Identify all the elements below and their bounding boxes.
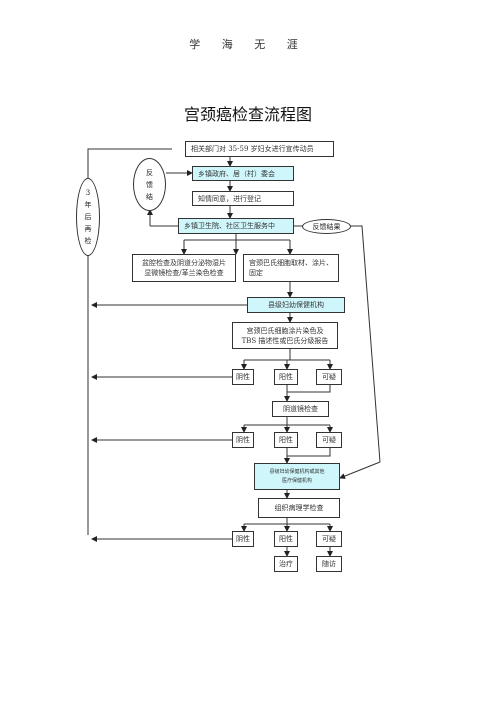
township-gov-box: 乡镇政府、居（村）委会 xyxy=(192,166,294,181)
township-gov-text: 乡镇政府、居（村）委会 xyxy=(198,169,275,178)
loop-line xyxy=(87,148,172,180)
r3-positive-text: 阳性 xyxy=(279,535,293,543)
feedback-result-oval: 反馈结果 xyxy=(302,219,351,234)
feedback-label: 反馈结 xyxy=(146,168,153,201)
cytology-report-text: 宫颈巴氏细胞涂片染色及 TBS 描述性或巴氏分级报告 xyxy=(241,326,329,345)
colposcopy-box: 阴道镜检查 xyxy=(272,401,329,417)
r2-negative-text: 阴性 xyxy=(236,436,250,444)
county-mch-text: 县级妇幼保健机构 xyxy=(268,301,324,309)
r3-suspicious-text: 可疑 xyxy=(322,535,336,543)
pathology-text: 组织病理学检查 xyxy=(274,504,324,512)
pathology-box: 组织病理学检查 xyxy=(258,498,340,518)
r1-negative-text: 阴性 xyxy=(236,373,250,381)
r2-negative-box: 阴性 xyxy=(232,432,254,448)
consent-text: 知情同意，进行登记 xyxy=(198,194,261,203)
retest-loop-label: 3年后再检 xyxy=(84,189,92,245)
r1-suspicious-text: 可疑 xyxy=(322,373,336,381)
cytology-report-box: 宫颈巴氏细胞涂片染色及 TBS 描述性或巴氏分级报告 xyxy=(232,322,338,349)
colposcopy-text: 阴道镜检查 xyxy=(283,405,318,413)
mobilize-text: 相关部门对 35-59 岁妇女进行宣传动员 xyxy=(191,145,314,153)
pelvic-exam-text: 盆腔检查及阴道分泌物湿片 显微镜检查/革兰染色检查 xyxy=(142,259,226,277)
r1-positive-box: 阳性 xyxy=(274,369,298,385)
pelvic-exam-box: 盆腔检查及阴道分泌物湿片 显微镜检查/革兰染色检查 xyxy=(132,254,236,282)
consent-box: 知情同意，进行登记 xyxy=(192,191,294,206)
cytology-sampling-box: 宫颈巴氏细胞取材、涂片、 固定 xyxy=(243,254,339,282)
r2-positive-box: 阳性 xyxy=(274,432,298,448)
r1-suspicious-box: 可疑 xyxy=(316,369,342,385)
feedback-result-line xyxy=(351,225,381,463)
feedback-oval: 反馈结 xyxy=(133,158,166,211)
health-center-text: 乡镇卫生院、社区卫生服务中 xyxy=(184,222,275,230)
followup-text: 随访 xyxy=(322,560,336,568)
r1-positive-text: 阳性 xyxy=(279,373,293,381)
r2-suspicious-text: 可疑 xyxy=(322,436,336,444)
r3-suspicious-box: 可疑 xyxy=(316,531,342,547)
r3-positive-box: 阳性 xyxy=(274,531,298,547)
page-title: 宫颈癌检查流程图 xyxy=(183,105,312,124)
r3-negative-box: 阴性 xyxy=(232,531,254,547)
r3-negative-text: 阴性 xyxy=(236,535,250,543)
mobilize-box: 相关部门对 35-59 岁妇女进行宣传动员 xyxy=(185,141,334,157)
treatment-text: 治疗 xyxy=(279,560,293,568)
county-mch-box: 县级妇幼保健机构 xyxy=(247,297,345,313)
r1-negative-box: 阴性 xyxy=(232,369,254,385)
r2-positive-text: 阳性 xyxy=(279,436,293,444)
health-center-box: 乡镇卫生院、社区卫生服务中 xyxy=(178,218,294,234)
retest-loop-oval: 3年后再检 xyxy=(76,178,100,256)
treatment-box: 治疗 xyxy=(274,556,298,572)
county-referral-box: 县级妇幼保健机构或其他 医疗保健机构 xyxy=(254,463,340,490)
cytology-sampling-text: 宫颈巴氏细胞取材、涂片、 固定 xyxy=(249,259,333,277)
r2-suspicious-box: 可疑 xyxy=(316,432,342,448)
followup-box: 随访 xyxy=(316,556,342,572)
county-referral-text: 县级妇幼保健机构或其他 医疗保健机构 xyxy=(269,468,325,484)
feedback-result-label: 反馈结果 xyxy=(312,222,341,231)
page-header: 学 海 无 涯 xyxy=(189,38,307,51)
